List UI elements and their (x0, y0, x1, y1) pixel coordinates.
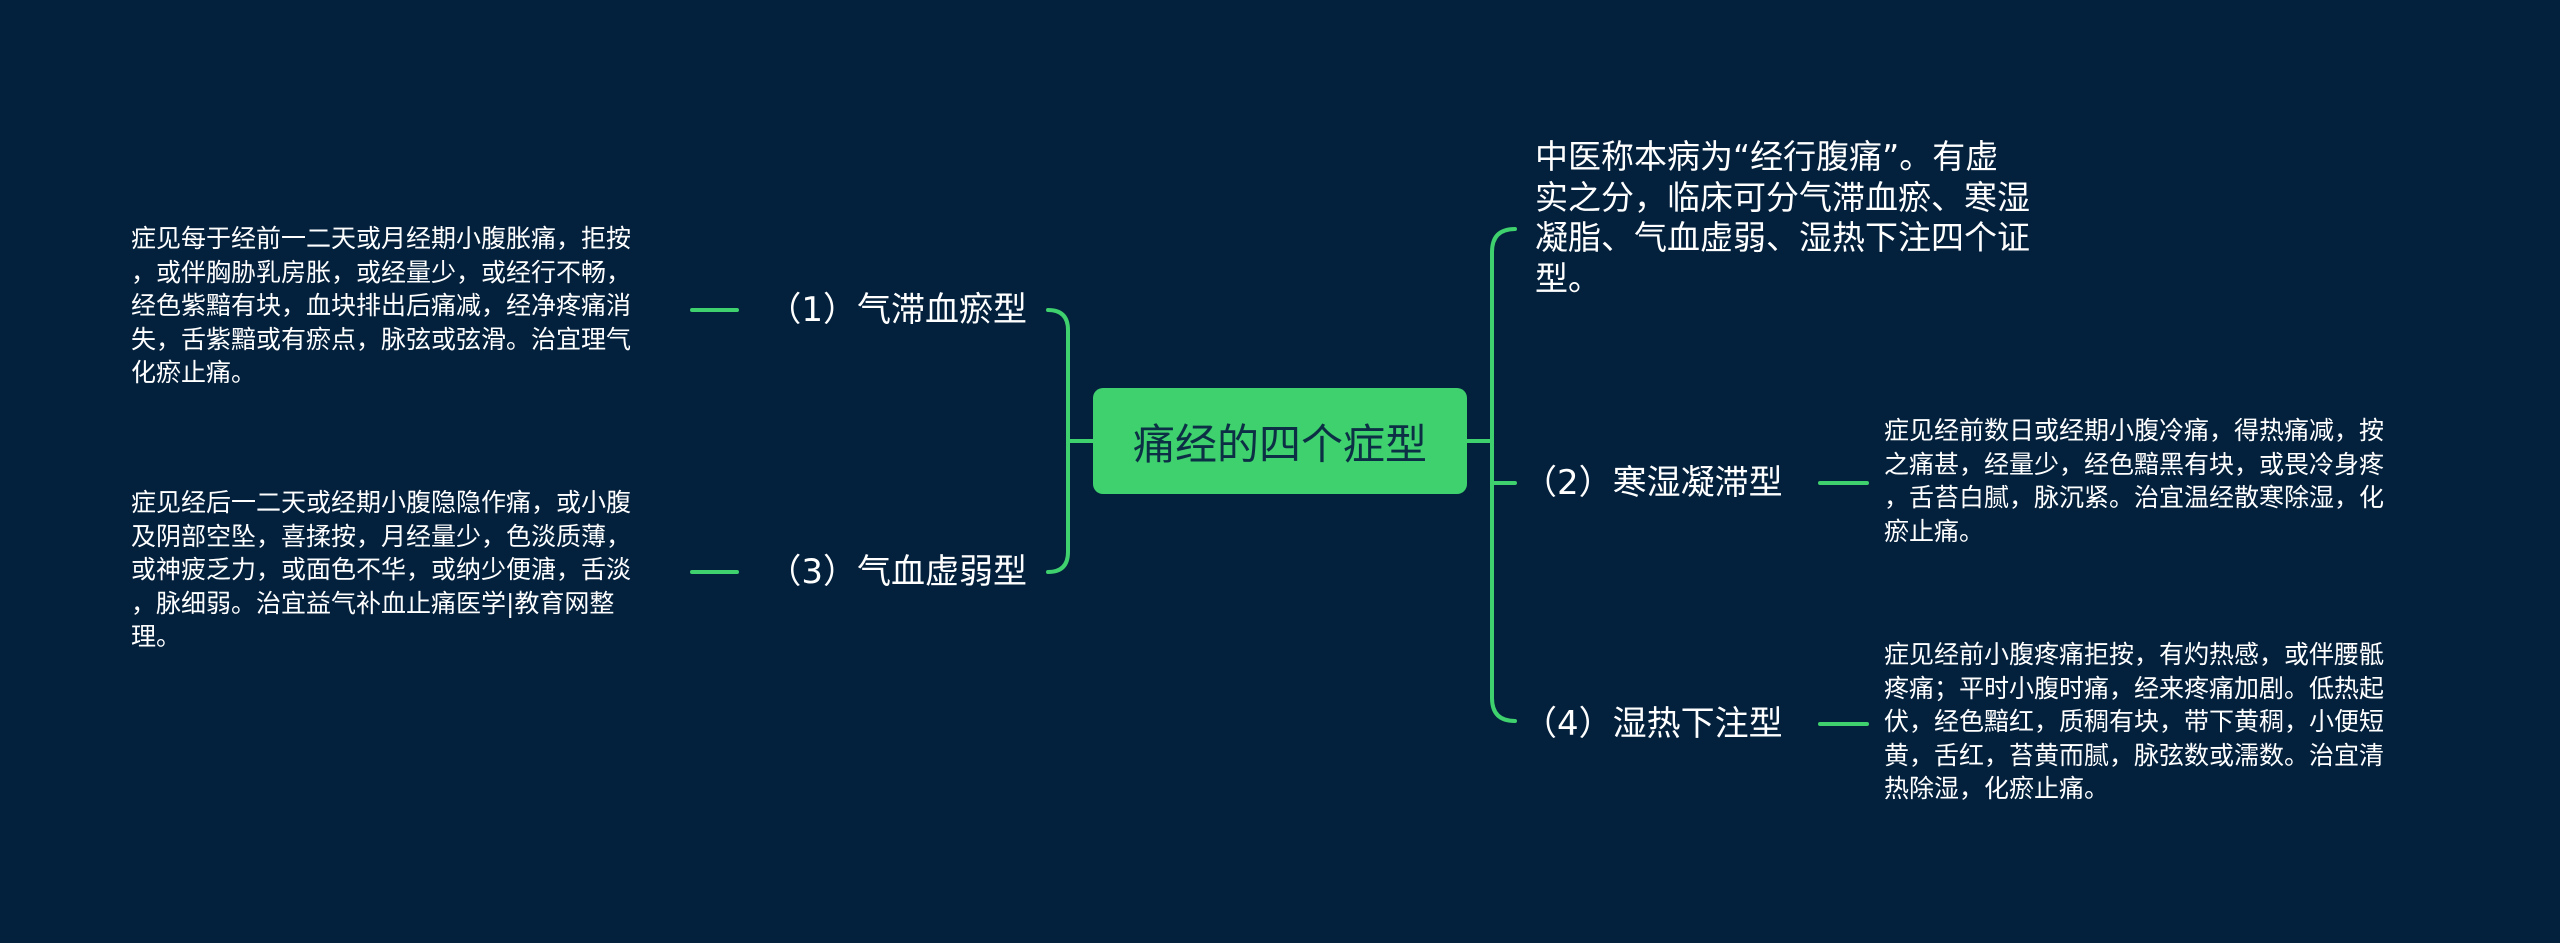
root-node[interactable]: 痛经的四个症型 (1093, 388, 1467, 494)
branch-3-detail: 症见经后一二天或经期小腹隐隐作痛，或小腹 及阴部空坠，喜揉按，月经量少，色淡质薄… (131, 488, 632, 651)
connector-right-trunk (1490, 227, 1517, 723)
branch-node-3[interactable]: （3）气血虚弱型 (767, 552, 1027, 592)
branch-node-2[interactable]: （2）寒湿凝滞型 (1523, 463, 1783, 503)
branch-node-1[interactable]: （1）气滞血瘀型 (767, 290, 1027, 330)
root-title: 痛经的四个症型 (1132, 419, 1427, 469)
branch-2-detail: 症见经前数日或经期小腹冷痛，得热痛减，按 之痛甚，经量少，经色黯黑有块，或畏冷身… (1884, 416, 2385, 546)
connector-left-trunk (1046, 308, 1070, 574)
summary-text: 中医称本病为“经行腹痛”。有虚 实之分，临床可分气滞血瘀、寒湿 凝脂、气血虚弱、… (1535, 137, 2030, 298)
branch-4-detail: 症见经前小腹疼痛拒按，有灼热感，或伴腰骶 疼痛；平时小腹时痛，经来疼痛加剧。低热… (1884, 640, 2385, 803)
branch-1-detail: 症见每于经前一二天或月经期小腹胀痛，拒按 ，或伴胸胁乳房胀，或经量少，或经行不畅… (131, 224, 632, 387)
branch-node-4[interactable]: （4）湿热下注型 (1523, 704, 1783, 744)
